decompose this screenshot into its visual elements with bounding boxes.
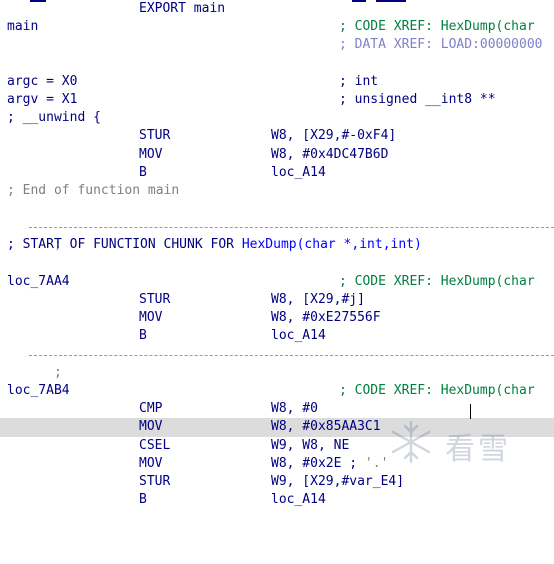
instruction-row[interactable]: STUR W8, [X29,#-0xF4] — [0, 127, 554, 145]
instruction-row[interactable]: B loc_A14 — [0, 327, 554, 345]
listing-row: EXPORT main — [0, 0, 554, 18]
location-label[interactable]: loc_7AB4 — [7, 382, 70, 398]
instruction-row[interactable]: CMP W8, #0 — [0, 400, 554, 418]
instruction-row[interactable]: MOV W8, #0x2E ; '.' — [0, 455, 554, 473]
listing-row — [0, 55, 554, 73]
separator-line: ; — [7, 218, 554, 291]
listing-row: main ; CODE XREF: HexDump(char — [0, 18, 554, 36]
instruction-operands: W9, W8, NE — [271, 437, 350, 453]
code-xref-comment[interactable]: ; CODE XREF: HexDump(char — [339, 273, 535, 289]
branch-target[interactable]: loc_A14 — [271, 164, 326, 180]
instruction-operands: W8, #0xE27556F — [271, 310, 381, 326]
instruction-operands: W8, [X29,#j] — [271, 292, 365, 307]
instruction-row-selected[interactable]: MOV W8, #0x85AA3C1 — [0, 418, 554, 437]
listing-row: loc_7AA4 ; CODE XREF: HexDump(char — [0, 273, 554, 291]
listing-row — [0, 364, 554, 382]
branch-target[interactable]: loc_A14 — [271, 328, 326, 344]
clipped-fragment — [376, 0, 406, 16]
separator-row: ; — [0, 218, 554, 252]
export-directive[interactable]: EXPORT main — [139, 1, 226, 16]
separator-prefix: ; — [53, 364, 62, 380]
code-xref-comment[interactable]: ; CODE XREF: HexDump(char — [339, 382, 535, 398]
instruction-mnemonic: CMP — [139, 401, 163, 417]
argc-type-comment: ; int — [339, 73, 379, 89]
instruction-row[interactable]: STUR W9, [X29,#var_E4] — [0, 473, 554, 491]
instruction-mnemonic: STUR — [139, 292, 171, 307]
function-chunk-header: ; START OF FUNCTION CHUNK FOR HexDump(ch… — [7, 236, 422, 254]
instruction-mnemonic: CSEL — [139, 437, 171, 453]
instruction-mnemonic: STUR — [139, 128, 171, 144]
instruction-mnemonic: B — [139, 164, 147, 180]
chunk-function-link[interactable]: HexDump(char *,int,int) — [241, 237, 422, 253]
listing-row: ; START OF FUNCTION CHUNK FOR HexDump(ch… — [0, 236, 554, 254]
instruction-mnemonic: MOV — [139, 146, 163, 162]
instruction-row[interactable]: B loc_A14 — [0, 164, 554, 182]
separator-dash — [29, 227, 554, 229]
instruction-mnemonic: STUR — [139, 473, 171, 489]
text-cursor — [470, 404, 471, 419]
disassembly-listing: EXPORT main main ; CODE XREF: HexDump(ch… — [0, 0, 554, 509]
instruction-mnemonic: MOV — [139, 310, 163, 326]
instruction-operands: W8, #0x85AA3C1 — [271, 419, 381, 435]
code-xref-comment[interactable]: ; CODE XREF: HexDump(char — [339, 19, 535, 35]
argc-declaration[interactable]: argc = X0 — [7, 73, 78, 89]
instruction-row[interactable]: B loc_A14 — [0, 491, 554, 509]
chunk-prefix: ; START OF FUNCTION CHUNK FOR — [7, 237, 242, 253]
listing-row: ; End of function main — [0, 182, 554, 200]
branch-target[interactable]: loc_A14 — [271, 492, 326, 508]
listing-row: argc = X0 ; int — [0, 73, 554, 91]
instruction-row[interactable]: MOV W8, #0x4DC47B6D — [0, 146, 554, 164]
listing-row: ; __unwind { — [0, 109, 554, 127]
instruction-operands: W8, #0x2E ; '.' — [271, 455, 388, 473]
instruction-row[interactable]: CSEL W9, W8, NE — [0, 437, 554, 455]
argv-type-comment: ; unsigned __int8 ** — [339, 91, 496, 107]
listing-row — [0, 200, 554, 218]
instruction-operands: W8, #0 — [271, 401, 318, 417]
instruction-mnemonic: MOV — [139, 419, 163, 435]
separator-line: ; — [7, 346, 554, 419]
instruction-mnemonic: B — [139, 328, 147, 344]
listing-row: ; DATA XREF: LOAD:00000000 — [0, 36, 554, 54]
function-label-main[interactable]: main — [7, 19, 39, 35]
clipped-fragment — [352, 0, 366, 16]
listing-row: argv = X1 ; unsigned __int8 ** — [0, 91, 554, 109]
instruction-row[interactable]: MOV W8, #0xE27556F — [0, 309, 554, 327]
listing-row — [0, 255, 554, 273]
argv-declaration[interactable]: argv = X1 — [7, 91, 78, 107]
clipped-fragment — [30, 0, 46, 16]
data-xref-comment[interactable]: ; DATA XREF: LOAD:00000000 — [339, 37, 543, 53]
instruction-operands: W8, [X29,#-0xF4] — [271, 128, 397, 144]
instruction-operands: W8, #0x4DC47B6D — [271, 146, 389, 162]
end-of-function-comment: ; End of function main — [7, 182, 180, 198]
separator-row: ; — [0, 346, 554, 380]
unwind-marker: ; __unwind { — [7, 110, 101, 126]
instruction-row[interactable]: STUR W8, [X29,#j] — [0, 291, 554, 309]
instruction-mnemonic: B — [139, 492, 147, 508]
separator-dash — [29, 354, 554, 356]
instruction-operands: W9, [X29,#var_E4] — [271, 473, 405, 489]
location-label[interactable]: loc_7AA4 — [7, 273, 70, 289]
separator-prefix: ; — [53, 237, 62, 253]
listing-row: loc_7AB4 ; CODE XREF: HexDump(char — [0, 382, 554, 400]
operand-text: W8, #0x2E ; — [271, 455, 358, 471]
char-comment: '.' — [364, 455, 389, 471]
instruction-mnemonic: MOV — [139, 455, 163, 471]
